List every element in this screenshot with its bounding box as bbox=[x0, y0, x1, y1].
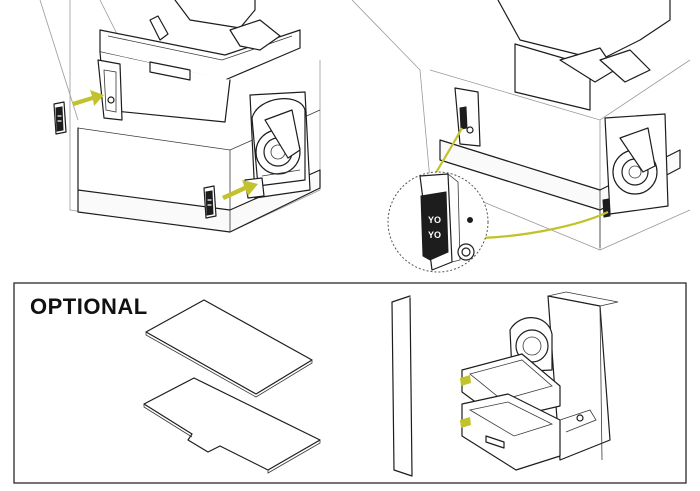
magnifier-callout: YO YO bbox=[387, 171, 489, 273]
optional-section: OPTIONAL bbox=[13, 282, 687, 484]
yoyo-logo-badge: YO YO bbox=[420, 191, 449, 261]
logo-line-1: YO bbox=[428, 215, 441, 225]
panel-install-clips bbox=[39, 0, 321, 233]
panel-clip-detail: YO YO bbox=[351, 0, 691, 273]
mat-notched bbox=[143, 377, 321, 474]
mat-full bbox=[145, 299, 313, 398]
arrow-right-icon bbox=[72, 90, 104, 106]
logo-line-2: YO bbox=[428, 230, 441, 240]
arrow-right-icon bbox=[222, 180, 258, 200]
optional-cabinet bbox=[391, 291, 619, 477]
clip-part bbox=[53, 101, 67, 135]
optional-title: OPTIONAL bbox=[30, 294, 148, 319]
clip-part bbox=[203, 185, 217, 219]
